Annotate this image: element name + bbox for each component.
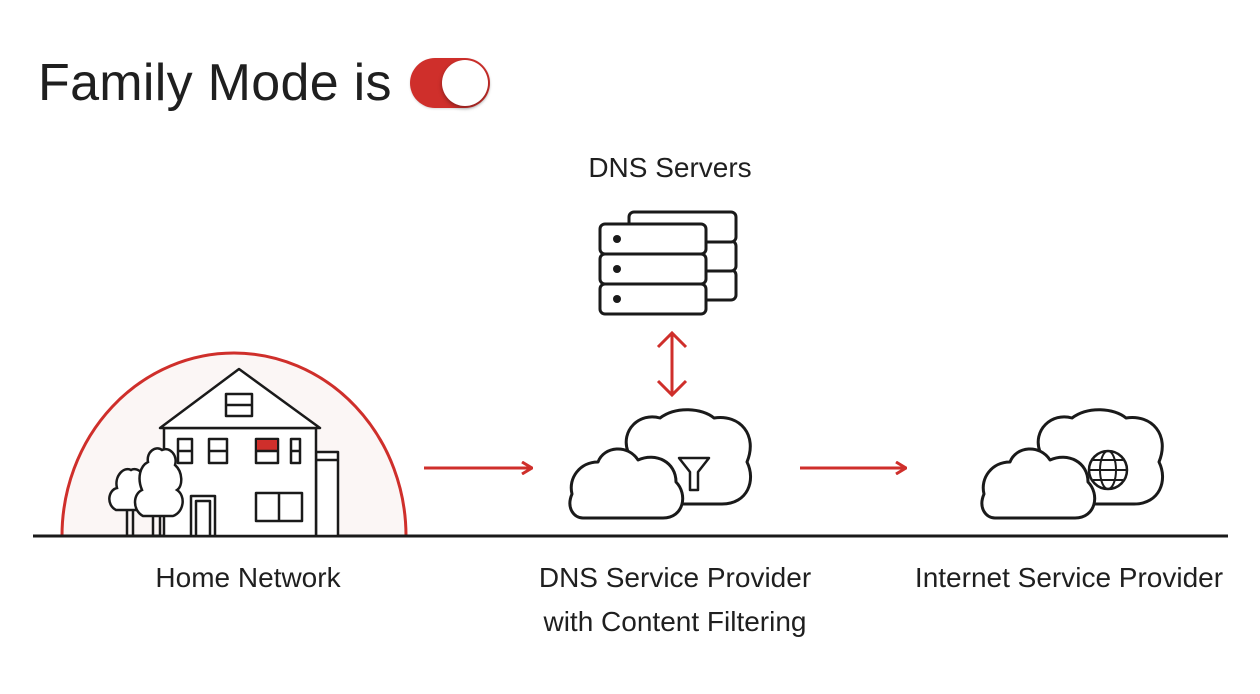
trees-icon	[108, 447, 184, 536]
home-network-label: Home Network	[155, 562, 341, 593]
cloud-filter-icon	[568, 408, 752, 520]
server-stack-icon	[598, 210, 738, 316]
house-icon	[158, 367, 340, 538]
dns-provider-label-line1: DNS Service Provider	[538, 562, 812, 593]
arrow-dns-bidirectional	[656, 330, 688, 398]
family-mode-toggle[interactable]	[409, 58, 490, 108]
toggle-knob[interactable]	[441, 60, 488, 106]
header: Family Mode is	[38, 48, 490, 118]
cloud-globe-icon	[980, 408, 1164, 520]
dns-servers-label: DNS Servers	[588, 152, 752, 183]
dns-provider-label-line2: with Content Filtering	[543, 606, 807, 637]
page-title: Family Mode is	[38, 54, 392, 112]
isp-label: Internet Service Provider	[914, 562, 1224, 593]
